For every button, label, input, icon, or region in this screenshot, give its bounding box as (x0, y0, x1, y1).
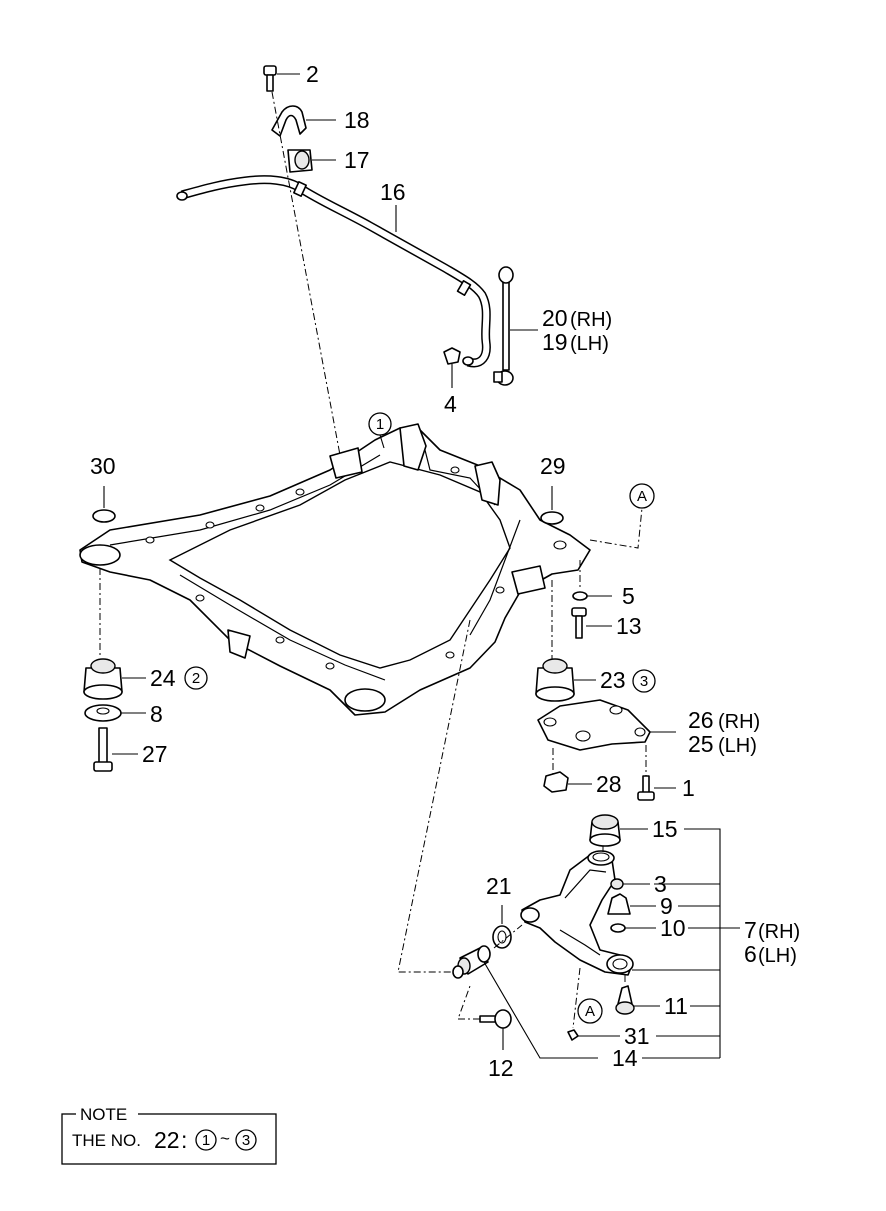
note-number: 22 (154, 1127, 180, 1153)
bushing-15 (589, 814, 648, 847)
bushing-15-ring (587, 850, 615, 866)
note-title: NOTE (80, 1105, 127, 1124)
svg-text:A: A (637, 488, 647, 505)
label-26: 26 (688, 707, 714, 733)
bushing-23 (535, 658, 596, 702)
washer-5 (572, 591, 612, 601)
label-2: 2 (306, 61, 319, 87)
label-15: 15 (652, 816, 678, 842)
svg-text:2: 2 (192, 670, 200, 687)
subframe (79, 423, 591, 716)
stabilizer-bar (176, 175, 491, 368)
note-tilde: ~ (220, 1129, 230, 1148)
washer-30 (92, 486, 116, 523)
label-17: 17 (344, 147, 370, 173)
label-6-side: (LH) (758, 945, 797, 967)
note-colon: : (181, 1127, 187, 1153)
label-4: 4 (444, 391, 457, 417)
label-5: 5 (622, 583, 635, 609)
callout-bushing-3: 3 (632, 669, 656, 693)
bolt-13 (571, 607, 612, 639)
bracket-25-26 (537, 699, 676, 751)
note-box: NOTE THE NO. 22 : 1 ~ 3 (61, 1104, 277, 1165)
part-21 (492, 905, 512, 949)
label-25: 25 (688, 731, 714, 757)
bushing-17 (287, 149, 336, 173)
note-range-start: 1 (202, 1132, 210, 1149)
label-21: 21 (486, 873, 512, 899)
label-20-side: (RH) (570, 309, 612, 331)
label-11: 11 (664, 993, 688, 1019)
callout-bushing-2: 2 (184, 666, 208, 690)
washer-8 (84, 704, 146, 722)
lower-control-arm (520, 854, 634, 976)
bolt-1 (637, 775, 676, 801)
bolt-27 (93, 727, 138, 772)
label-19-side: (LH) (570, 333, 609, 355)
nut-28 (543, 771, 592, 793)
part-31 (567, 1029, 620, 1041)
label-7-side: (RH) (758, 921, 800, 943)
bolt-12 (479, 1009, 512, 1050)
part-10 (610, 923, 656, 933)
label-23: 23 (600, 667, 626, 693)
label-6: 6 (744, 941, 757, 967)
label-31: 31 (624, 1023, 650, 1049)
svg-text:1: 1 (376, 416, 384, 433)
label-7: 7 (744, 917, 757, 943)
ball-joint-11 (615, 985, 660, 1015)
stabilizer-link (493, 266, 538, 386)
callout-ref-a-bottom: A (577, 998, 603, 1024)
note-range-end: 3 (242, 1132, 250, 1149)
nut-4 (443, 347, 461, 388)
svg-text:A: A (585, 1003, 595, 1020)
label-25-side: (LH) (718, 735, 757, 757)
label-1: 1 (682, 775, 695, 801)
label-30: 30 (90, 453, 116, 479)
label-3: 3 (654, 871, 667, 897)
label-16: 16 (380, 179, 406, 205)
label-18: 18 (344, 107, 370, 133)
part-9 (607, 893, 656, 915)
bolt-2 (263, 65, 300, 92)
part-3 (610, 878, 650, 890)
label-12: 12 (488, 1055, 514, 1081)
label-14: 14 (612, 1045, 638, 1071)
svg-text:3: 3 (640, 673, 648, 690)
label-28: 28 (596, 771, 622, 797)
bushing-24 (83, 658, 146, 700)
label-27: 27 (142, 741, 168, 767)
label-8: 8 (150, 701, 163, 727)
label-9: 9 (660, 893, 673, 919)
label-29: 29 (540, 453, 566, 479)
label-24: 24 (150, 665, 176, 691)
washer-29 (540, 486, 564, 525)
bracket-18 (271, 105, 336, 137)
label-20: 20 (542, 305, 568, 331)
label-13: 13 (616, 613, 642, 639)
bushing-14 (452, 945, 598, 1059)
callout-frame-1: 1 (368, 412, 392, 449)
callout-ref-a-top: A (629, 483, 655, 509)
label-10: 10 (660, 915, 686, 941)
note-prefix: THE NO. (72, 1131, 141, 1150)
label-26-side: (RH) (718, 711, 760, 733)
label-19: 19 (542, 329, 568, 355)
